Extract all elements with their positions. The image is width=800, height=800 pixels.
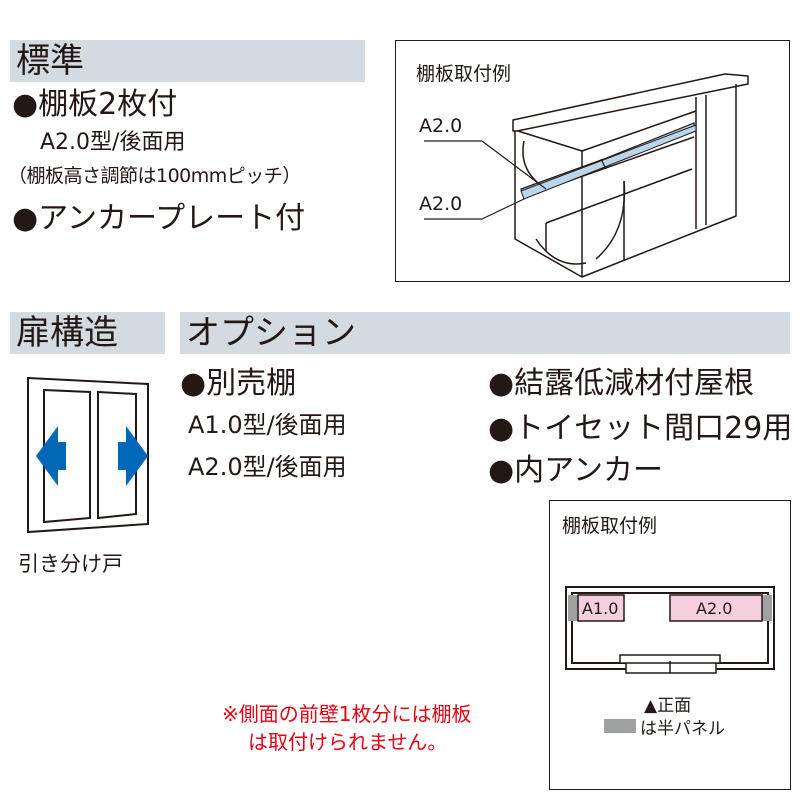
half-panel-legend-swatch [604, 719, 636, 733]
option-shelf-a20: A2.0型/後面用 [188, 453, 347, 481]
option-separate-shelf: ●別売棚 [180, 366, 297, 401]
half-panel-right [762, 595, 772, 621]
shelf-example-top-title: 棚板取付例 [416, 63, 512, 85]
door-heading: 扉構造 [16, 313, 118, 353]
shelf-example-bottom-title: 棚板取付例 [562, 515, 658, 537]
option-roof: ●結露低減材付屋根 [488, 366, 755, 401]
options-heading: オプション [186, 313, 356, 353]
front-label: ▲正面 [644, 696, 692, 716]
note-line-1: ※側面の前壁1枚分には棚板 [222, 702, 472, 726]
note-line-2: は取付けられません。 [248, 730, 448, 754]
sliding-door-icon [27, 376, 149, 534]
shelf-label-upper: A2.0 [419, 115, 463, 137]
options-header: オプション [180, 312, 790, 354]
standard-heading: 標準 [16, 41, 84, 81]
standard-header: 標準 [10, 40, 365, 82]
shelf-example-top-box: 棚板取付例 A2.0 A2.0 [395, 40, 790, 282]
standard-item-anchor: ●アンカープレート付 [12, 201, 306, 236]
standard-item-shelves-pitch: （棚板高さ調節は100mmピッチ） [8, 165, 301, 187]
standard-item-shelves-type: A2.0型/後面用 [40, 130, 186, 155]
shelf-example-bottom-box: 棚板取付例 A1.0 A2.0 ▲正面 は半パネル [549, 500, 791, 790]
shelf-label-lower: A2.0 [419, 193, 463, 215]
standard-item-shelves: ●棚板2枚付 [12, 87, 178, 122]
option-shelf-a10: A1.0型/後面用 [188, 411, 347, 439]
shelf-a10-plan [577, 594, 625, 622]
half-panel-left [568, 595, 578, 621]
shelf-a20-label: A2.0 [696, 599, 732, 618]
storage-shelf-diagram [424, 73, 749, 278]
shelf-a10-label: A1.0 [582, 599, 618, 618]
half-panel-legend-label: は半パネル [640, 719, 725, 739]
floor-plan-diagram: A1.0 A2.0 [565, 586, 775, 674]
door-caption: 引き分け戸 [18, 552, 123, 576]
option-toilet-set: ●トイセット間口29用 [488, 411, 793, 446]
door-header: 扉構造 [10, 312, 165, 354]
shelf-a20-plan [669, 594, 763, 622]
option-inner-anchor: ●内アンカー [488, 453, 663, 488]
